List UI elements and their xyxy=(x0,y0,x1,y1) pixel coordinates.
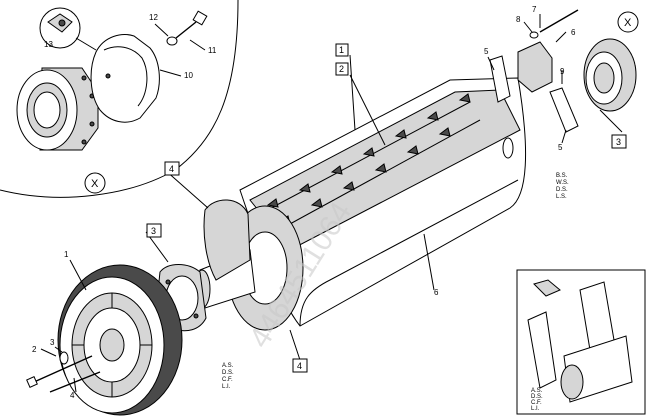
callout-6-right: 6 xyxy=(571,28,576,37)
detail-view-x: X xyxy=(0,0,239,198)
svg-text:C.F.: C.F. xyxy=(531,400,542,406)
callout-7: 7 xyxy=(532,5,537,14)
callout-13: 13 xyxy=(44,40,53,49)
box-4-upper xyxy=(164,161,180,176)
box-3-left xyxy=(146,223,162,238)
bracket-5-lower xyxy=(549,87,579,133)
callout-10: 10 xyxy=(184,71,193,80)
side-stamp-bs: B.S. W.S. D.S. L.S. xyxy=(556,173,569,200)
svg-text:A.S.: A.S. xyxy=(531,388,543,394)
end-cap-detail xyxy=(90,34,160,123)
view-x-label-right: X xyxy=(624,17,632,29)
box-2 xyxy=(335,62,349,76)
svg-text:L.I.: L.I. xyxy=(531,406,540,412)
bracket-5-upper xyxy=(489,55,511,103)
boxed-references: 1 2 3 3 4 4 xyxy=(146,43,627,373)
svg-text:4: 4 xyxy=(297,361,302,371)
callout-6-main: 6 xyxy=(434,288,439,297)
callout-5-upper: 5 xyxy=(484,47,489,56)
right-bearing-assembly: X xyxy=(489,9,639,133)
bolt-11-detail xyxy=(166,10,208,46)
callout-4: 4 xyxy=(70,391,75,400)
svg-text:D.S.: D.S. xyxy=(556,187,568,193)
svg-text:2: 2 xyxy=(339,64,344,74)
leader-lines xyxy=(40,14,623,393)
detail-circle-13 xyxy=(39,7,81,49)
box-4-lower xyxy=(292,358,308,373)
side-stamp-as-inset: A.S. D.S. C.F. L.I. xyxy=(531,388,543,412)
svg-text:1: 1 xyxy=(339,45,344,55)
bolts-2-4 xyxy=(26,351,101,393)
svg-text:D.S.: D.S. xyxy=(531,394,543,400)
rotor-drum xyxy=(193,77,527,331)
view-x-mark-left xyxy=(84,172,106,194)
callout-2: 2 xyxy=(32,345,37,354)
callout-11: 11 xyxy=(208,46,217,55)
bearing-housing-detail xyxy=(16,67,99,151)
svg-text:B.S.: B.S. xyxy=(556,173,568,179)
svg-text:D.S.: D.S. xyxy=(222,370,234,376)
callout-12: 12 xyxy=(149,13,158,22)
flywheel-1 xyxy=(57,264,183,416)
side-stamp-as-main: A.S. D.S. C.F. L.I. xyxy=(222,363,234,390)
svg-text:L.I.: L.I. xyxy=(222,384,231,390)
callout-1: 1 xyxy=(64,250,69,259)
svg-text:3: 3 xyxy=(616,137,621,147)
inset-detail-box xyxy=(516,269,646,415)
view-x-mark-right xyxy=(617,11,639,33)
box-1 xyxy=(335,43,349,57)
svg-text:4: 4 xyxy=(169,164,174,174)
callout-5-lower: 5 xyxy=(558,143,563,152)
svg-text:L.S.: L.S. xyxy=(556,194,567,200)
callout-3: 3 xyxy=(50,338,55,347)
callout-labels: 1 2 3 4 5 5 6 6 7 8 9 10 11 12 13 xyxy=(32,5,576,400)
view-x-label-left: X xyxy=(91,178,99,190)
callout-8: 8 xyxy=(516,15,521,24)
svg-text:3: 3 xyxy=(151,226,156,236)
box-3-right xyxy=(611,134,627,149)
svg-text:C.F.: C.F. xyxy=(222,377,233,383)
svg-text:A.S.: A.S. xyxy=(222,363,234,369)
svg-text:W.S.: W.S. xyxy=(556,180,569,186)
side-plate-4 xyxy=(203,199,251,281)
